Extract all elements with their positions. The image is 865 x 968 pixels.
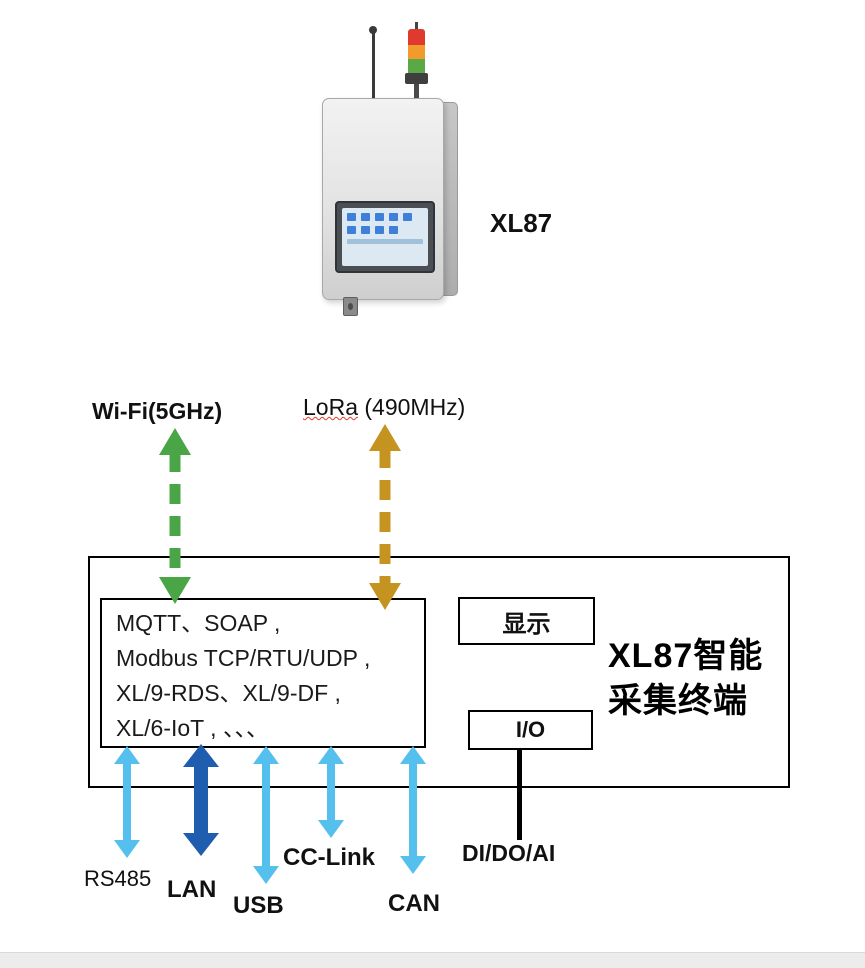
- wifi-label: Wi-Fi(5GHz): [92, 398, 223, 424]
- signal-tower-base: [405, 73, 428, 84]
- usb-arrow: [253, 746, 279, 884]
- footer-strip: [0, 952, 865, 968]
- protocol-line: XL/9-RDS、XL/9-DF ,: [116, 680, 341, 706]
- usb-label: USB: [233, 892, 284, 919]
- device-screen: [342, 208, 428, 266]
- terminal-name-line2: 采集终端: [608, 682, 748, 720]
- device-screen-bezel: [335, 201, 435, 273]
- screen-pixel: [375, 213, 384, 221]
- io-line: [517, 750, 522, 840]
- screen-pixel: [389, 226, 398, 234]
- screen-icon-row: [347, 213, 423, 221]
- device-photo: [320, 20, 500, 316]
- lora-label: LoRa (490MHz): [303, 394, 465, 421]
- antenna-icon: [372, 32, 375, 100]
- terminal-name-line1: XL87智能: [608, 637, 764, 675]
- cc-link-label: CC-Link: [283, 844, 375, 871]
- device-side-panel: [443, 102, 458, 296]
- lora-frequency: (490MHz): [357, 394, 466, 420]
- lan-label: LAN: [167, 876, 217, 903]
- screen-icon-row: [347, 226, 423, 234]
- di-do-ai-label: DI/DO/AI: [462, 840, 556, 866]
- signal-tower-orange-light: [408, 45, 425, 59]
- lan-arrow: [183, 744, 219, 856]
- signal-tower-pole: [415, 22, 418, 30]
- rs485-arrow: [114, 746, 140, 858]
- protocol-line: XL/6-IoT , 、、、: [116, 715, 269, 741]
- signal-tower-red-light: [408, 29, 425, 45]
- screen-pixel: [347, 213, 356, 221]
- display-box: 显示: [458, 597, 595, 645]
- protocol-line: Modbus TCP/RTU/UDP ,: [116, 645, 371, 671]
- screen-pixel: [403, 213, 412, 221]
- device-enclosure: [322, 98, 444, 316]
- device-label: XL87: [490, 208, 553, 238]
- protocol-line: MQTT、SOAP ,: [116, 610, 281, 636]
- lora-word: LoRa: [303, 394, 358, 420]
- screen-pixel: [347, 226, 356, 234]
- screen-pixel: [361, 213, 370, 221]
- io-box: I/O: [468, 710, 593, 750]
- screen-status-bar: [347, 239, 423, 244]
- signal-tower-green-light: [408, 59, 425, 73]
- screen-pixel: [375, 226, 384, 234]
- can-arrow: [400, 746, 426, 874]
- antenna-tip-icon: [369, 26, 377, 34]
- screen-pixel: [389, 213, 398, 221]
- device-lock-icon: [343, 297, 358, 316]
- cc-link-arrow: [318, 746, 344, 838]
- protocol-box: MQTT、SOAP , Modbus TCP/RTU/UDP , XL/9-RD…: [100, 598, 426, 748]
- wifi-arrow: [159, 428, 191, 604]
- signal-tower-stem: [414, 84, 419, 100]
- can-label: CAN: [388, 890, 440, 917]
- rs485-label: RS485: [84, 866, 152, 891]
- lora-arrow: [369, 424, 401, 610]
- screen-pixel: [361, 226, 370, 234]
- terminal-name: XL87智能 采集终端: [608, 634, 798, 724]
